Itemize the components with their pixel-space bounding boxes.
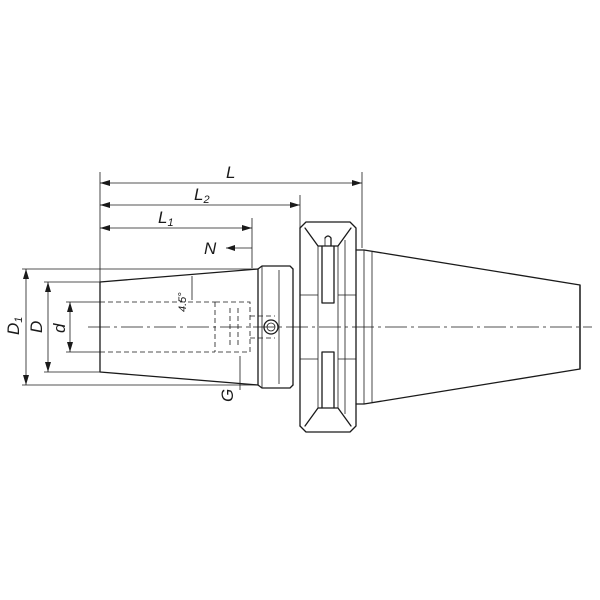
label-angle: 4.5° xyxy=(177,292,189,312)
label-L2: L2 xyxy=(194,185,210,206)
taper-shank xyxy=(355,249,581,405)
label-N: N xyxy=(204,239,217,258)
bore xyxy=(100,301,275,353)
label-D1: D1 xyxy=(4,317,25,335)
neck xyxy=(257,265,294,389)
dimension-L1: L1 xyxy=(100,208,252,231)
dimension-D: D xyxy=(27,282,51,372)
label-L1: L1 xyxy=(158,208,174,229)
dimension-L2: L2 xyxy=(100,185,300,208)
dimension-d: d xyxy=(50,302,73,352)
dimension-D1: D1 xyxy=(4,269,29,385)
flange xyxy=(299,221,357,433)
dimension-N: N xyxy=(204,239,252,258)
thread-G: G xyxy=(218,356,241,402)
label-L: L xyxy=(226,163,235,182)
label-D: D xyxy=(27,321,46,333)
label-d: d xyxy=(50,323,69,333)
angle-annotation: 4.5° xyxy=(177,276,193,312)
label-G: G xyxy=(218,389,237,402)
dimension-L: L xyxy=(100,163,362,186)
extension-lines xyxy=(22,172,363,386)
